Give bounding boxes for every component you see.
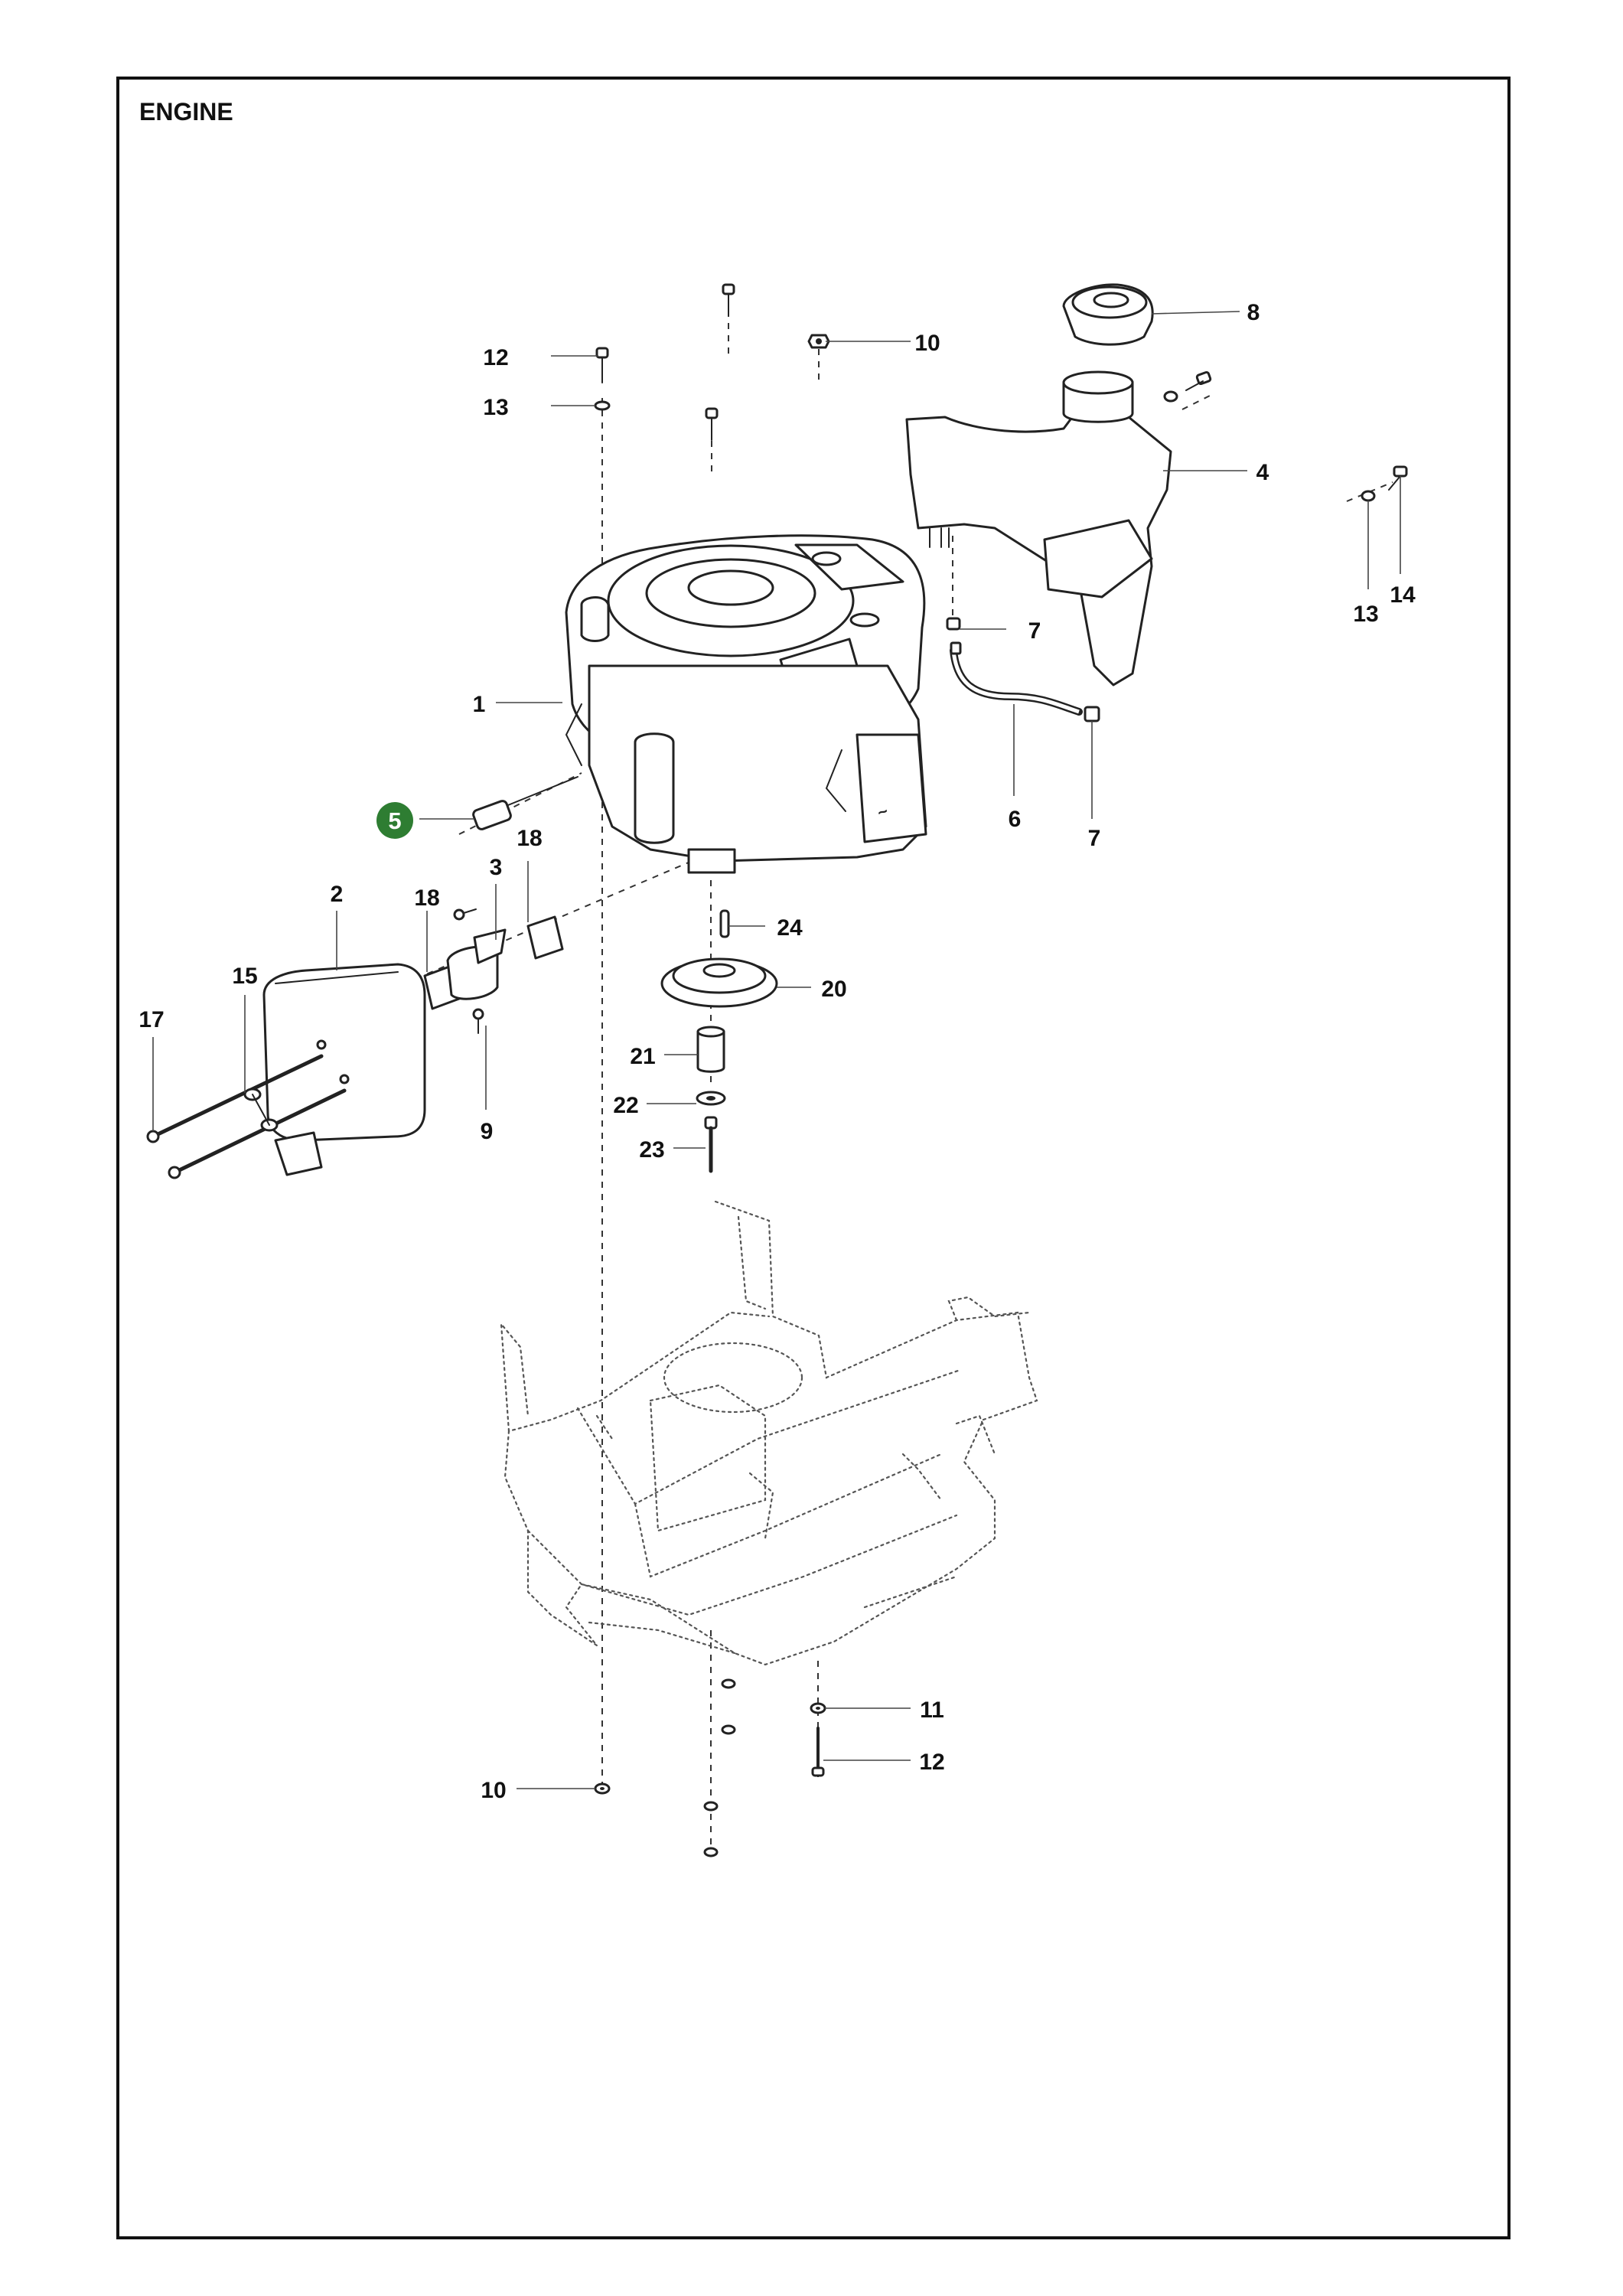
callout-13-right: 13: [1353, 602, 1378, 627]
exhaust-flange-3: [446, 928, 507, 1034]
fuel-cap: [1062, 283, 1154, 346]
bolt-12-top: [595, 347, 609, 383]
callout-4: 4: [1256, 460, 1269, 485]
fitting-5: [472, 776, 578, 830]
callout-14: 14: [1390, 582, 1416, 608]
bolt-top-center-2: [705, 407, 719, 441]
callout-10-lower: 10: [481, 1778, 506, 1803]
tank-screw: [1163, 370, 1212, 403]
exhaust-bolts-17: [146, 1054, 347, 1179]
nut-10-top: [807, 334, 830, 349]
callout-17: 17: [139, 1007, 164, 1032]
lower-washers: [703, 1678, 736, 1857]
washer-13-top: [594, 400, 611, 411]
callout-12-top: 12: [483, 345, 508, 370]
callout-20: 20: [821, 977, 846, 1002]
nut-10-lower: [594, 1782, 611, 1795]
callout-7-lower: 7: [1088, 826, 1101, 851]
page-title: ENGINE: [139, 98, 233, 126]
callout-15: 15: [232, 964, 257, 989]
gasket-18-right: [526, 915, 564, 960]
callout-7-upper: 7: [1028, 618, 1041, 644]
bolt-top-center: [722, 283, 735, 316]
washer-13-right: [1361, 490, 1376, 502]
callout-2: 2: [331, 882, 344, 907]
chassis-frame: [500, 1200, 1038, 1666]
callout-18-left: 18: [414, 885, 439, 911]
callout-10-top: 10: [914, 331, 940, 356]
callout-8: 8: [1247, 300, 1260, 325]
callout-1: 1: [473, 692, 486, 717]
callout-11: 11: [920, 1698, 944, 1723]
pulley-20: [660, 957, 778, 1008]
lock-plate-15: [243, 1088, 279, 1132]
callout-6: 6: [1009, 807, 1022, 832]
callout-22: 22: [613, 1093, 638, 1118]
screw-upper: [453, 908, 477, 921]
clamp-7-lower: [1084, 706, 1100, 722]
fuel-tank: [905, 370, 1172, 687]
callout-5-highlight: 5: [376, 802, 413, 839]
highlight-badge: [376, 802, 413, 839]
fuel-line: [946, 617, 1100, 722]
callout-5: 5: [388, 807, 401, 834]
callout-13-top: 13: [483, 395, 508, 420]
washer-11: [810, 1702, 826, 1714]
clamp-7-upper: [946, 617, 961, 631]
bolt-12-lower: [811, 1727, 825, 1777]
cap-bolt-axis: [1181, 393, 1214, 410]
leader-8: [1151, 311, 1240, 315]
callout-18-right: 18: [517, 826, 542, 851]
bolt-14: [1388, 465, 1408, 491]
key-24: [719, 909, 730, 938]
engine-assembly: ~: [565, 534, 927, 874]
callout-12-lower: 12: [919, 1750, 944, 1775]
washer-22: [696, 1091, 726, 1106]
muffler-2: [262, 963, 426, 1176]
drawing-frame: [116, 77, 1511, 2239]
callout-23: 23: [639, 1137, 664, 1163]
callout-21: 21: [630, 1044, 655, 1069]
bolt-23: [704, 1116, 718, 1173]
callout-9: 9: [481, 1119, 494, 1144]
callout-3: 3: [490, 855, 503, 880]
spacer-21: [696, 1026, 725, 1073]
callout-24: 24: [777, 915, 803, 941]
